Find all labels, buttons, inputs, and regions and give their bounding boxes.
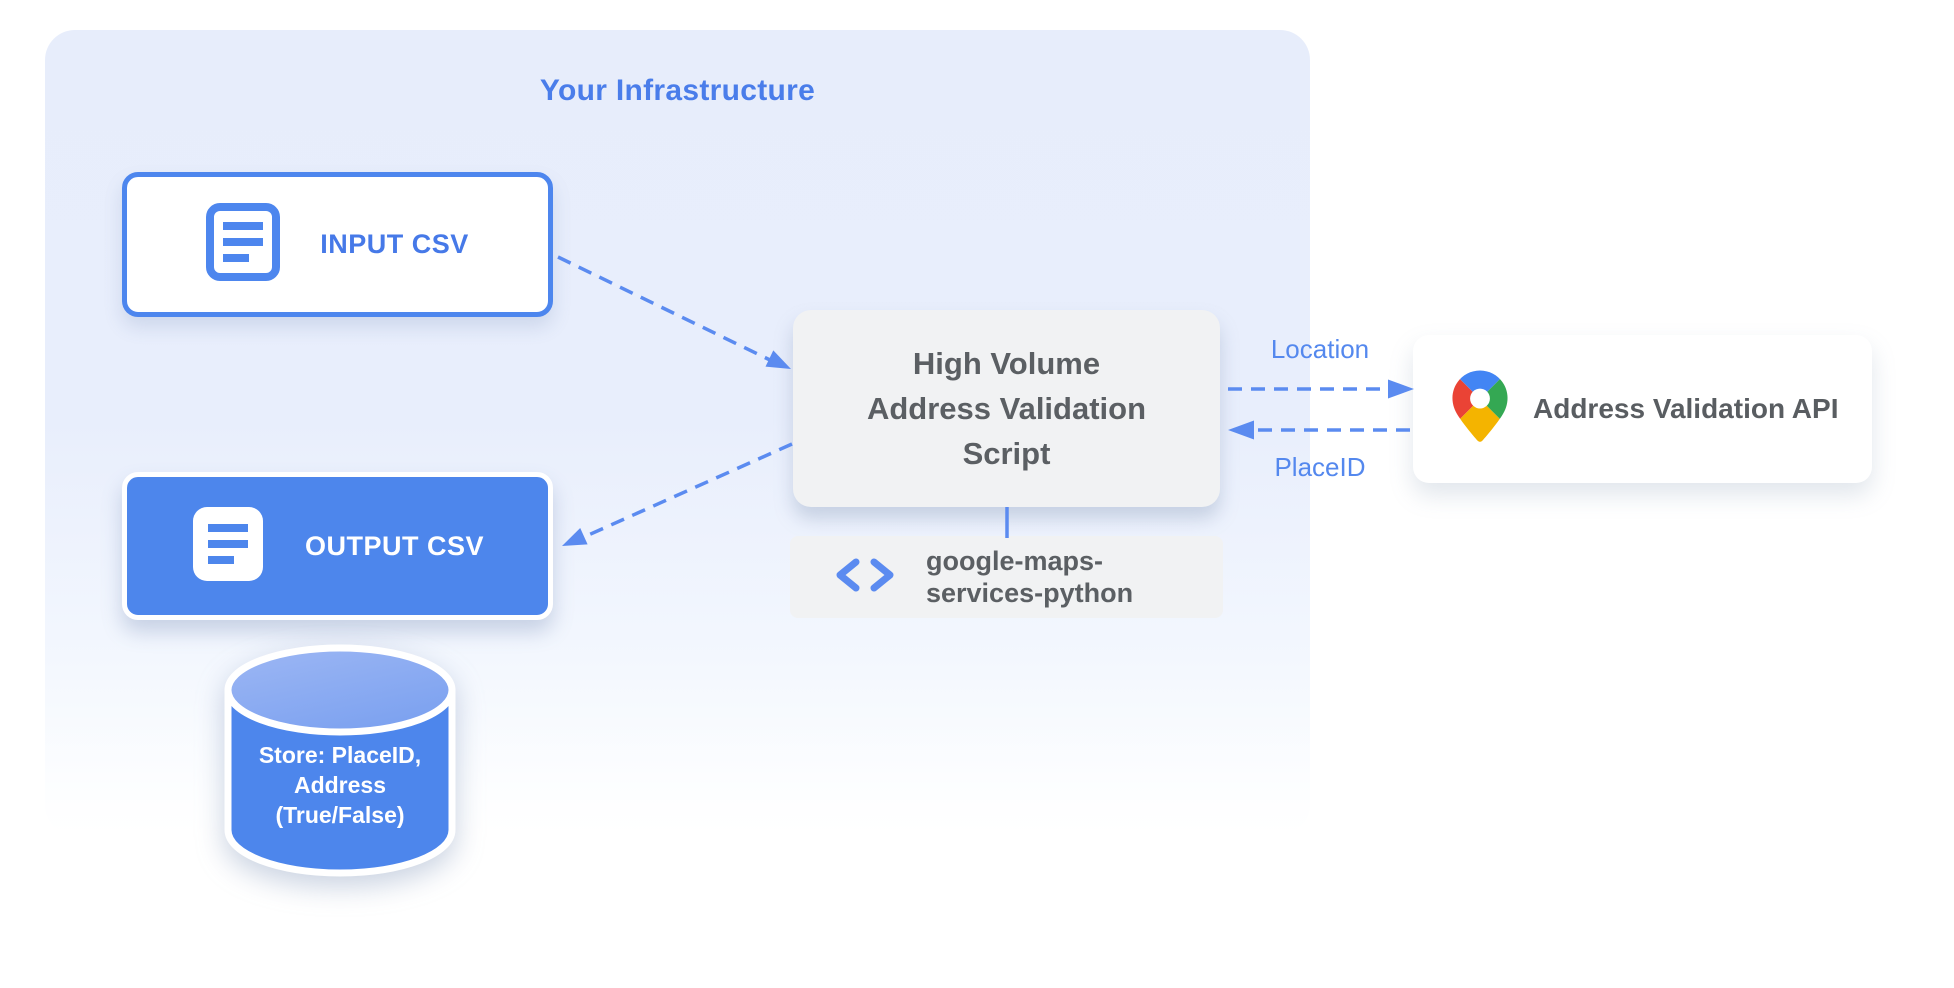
address-validation-api-node: Address Validation API: [1413, 335, 1872, 483]
python-library-label: google-maps- services-python: [926, 546, 1134, 608]
python-library-node: google-maps- services-python: [790, 536, 1223, 618]
google-maps-pin-icon: [1451, 369, 1509, 450]
location-edge-label: Location: [1270, 334, 1370, 364]
datastore-label: Store: PlaceID, Address (True/False): [258, 742, 422, 828]
validation-script-node: High Volume Address Validation Script: [793, 310, 1220, 507]
validation-script-label: High Volume Address Validation Script: [866, 346, 1147, 471]
database-icon: [224, 644, 456, 877]
input-csv-node: INPUT CSV: [122, 172, 553, 317]
datastore-cylinder: Store: PlaceID, Address (True/False): [218, 642, 462, 882]
output-csv-label: OUTPUT CSV: [304, 530, 484, 561]
code-icon: [832, 555, 898, 600]
input-csv-label: INPUT CSV: [320, 229, 469, 259]
infrastructure-title: Your Infrastructure: [539, 74, 816, 107]
output-csv-node: OUTPUT CSV: [122, 472, 553, 620]
address-validation-api-label: Address Validation API: [1533, 393, 1839, 424]
document-icon: [206, 203, 281, 286]
placeid-edge-label: PlaceID: [1274, 452, 1366, 482]
document-icon: [191, 505, 265, 588]
